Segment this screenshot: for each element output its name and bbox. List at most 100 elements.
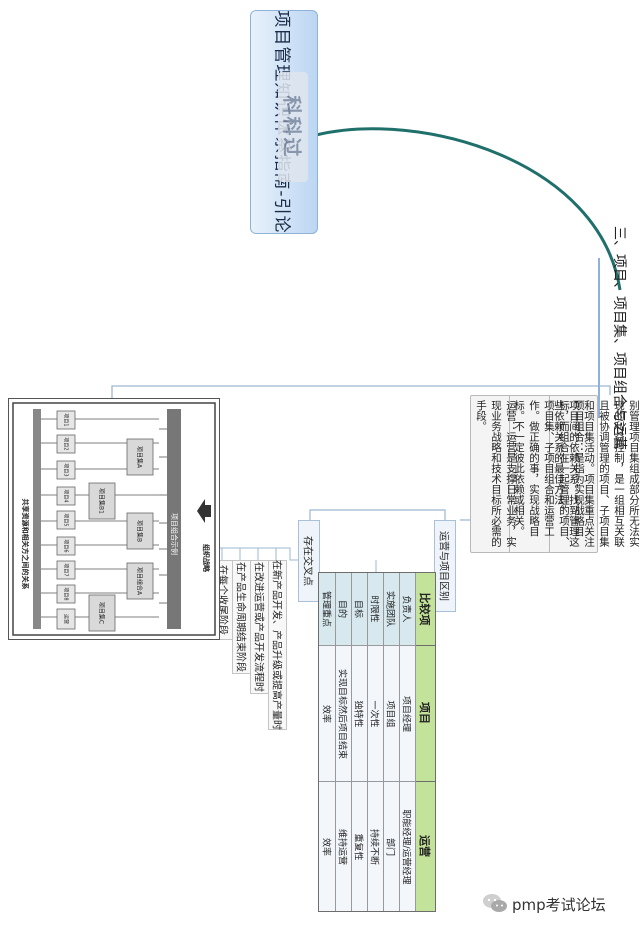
phase-text: 在新产品开发、产品升级或提高产量时 [270, 560, 281, 730]
leaf-operations [56, 608, 76, 630]
cell-project: 独特性 [352, 700, 363, 728]
intersection-text: 存在交叉点 [301, 536, 313, 586]
leaf-label: 运营 [57, 609, 75, 629]
wechat-icon [483, 894, 507, 912]
table-row: 负责人 项目经理 职能经理/运营经理 [399, 573, 416, 911]
ops-vs-project-text: 运营与项目区别 [437, 531, 449, 601]
table-row: 时限性 一次性 持续不断 [367, 573, 384, 911]
leaf-label: 项目4 [57, 487, 75, 505]
cell-project: 实现目标然后项目结束 [336, 668, 347, 760]
note-operations-text: 运营：运营是支撑日常业务，实现业务战略和技术目标所必需的手段。 [475, 400, 517, 547]
leaf-label-text: 项目2 [62, 437, 69, 451]
ops-vs-project-label[interactable]: 运营与项目区别 [434, 520, 456, 612]
cell-item: 目的 [336, 599, 347, 619]
table-header-column: 比较项 项目 运营 [415, 573, 435, 911]
table-header-cell: 比较项 [415, 573, 435, 646]
node-label: 项目集B [127, 513, 153, 549]
note-operations[interactable]: 运营：运营是支撑日常业务，实现业务战略和技术目标所必需的手段。 [470, 395, 517, 553]
leaf-label-text: 项目4 [62, 489, 69, 503]
note-portfolio-text: 项目组合：是指为实现战略目标，而组合在一起管理的项目、项目集、子项目组合和运营工… [513, 400, 585, 547]
leaf-project [56, 584, 76, 604]
node-label: 项目集C [89, 595, 115, 631]
leaf-label: 项目1 [57, 411, 75, 429]
cell-ops: 重复性 [352, 833, 363, 861]
cell-ops: 部门 [384, 837, 395, 857]
leaf-label: 项目8 [57, 585, 75, 603]
branch-topic[interactable]: 三、项目、项目集、项目组合与运营 [598, 226, 640, 450]
phase-text: 在改进运营或产品开发流程时 [252, 562, 263, 692]
table-header-cell: 运营 [415, 781, 435, 911]
cell-ops: 效率 [320, 837, 331, 857]
cell-item: 管理重点 [320, 590, 331, 628]
leaf-label: 项目6 [57, 537, 75, 555]
phase-item[interactable]: 在改进运营或产品开发流程时 [250, 560, 269, 694]
portfolio-bar [167, 409, 181, 629]
note-portfolio[interactable]: 项目组合：是指为实现战略目标，而组合在一起管理的项目、项目集、子项目组合和运营工… [508, 395, 585, 553]
node-label: 项目集A [127, 439, 153, 475]
node-program-b1 [88, 482, 116, 520]
node-label-text: 项目集A [135, 445, 143, 469]
header-item: 比较项 [418, 592, 431, 626]
diagram-bottom-title: 共享资源和相关方之间的关系 [19, 489, 31, 599]
table-header-cell: 项目 [415, 645, 435, 782]
table-row: 管理重点 效率 效率 [319, 573, 336, 911]
node-label: 项目集B1 [89, 483, 115, 519]
strategy-arrow [197, 499, 211, 523]
cell-ops: 持续不断 [368, 828, 379, 866]
header-ops: 运营 [418, 835, 431, 857]
cell-item: 实施团队 [384, 590, 395, 628]
node-label-text: 项目集C [97, 601, 105, 625]
node-label-text: 项目集B [135, 519, 143, 543]
leaf-label: 项目7 [57, 561, 75, 579]
table-row: 实施团队 项目组 部门 [383, 573, 400, 911]
portfolio-diagram-svg [12, 402, 216, 636]
cell-project: 一次性 [368, 700, 379, 728]
header-project: 项目 [418, 702, 431, 724]
phase-item[interactable]: 在产品生命周期结束阶段 [232, 560, 251, 674]
branch-to-notes-line [111, 385, 611, 398]
node-program-a [126, 438, 154, 476]
cell-project: 项目组 [384, 700, 395, 728]
stamp-logo: 科科过 [278, 72, 308, 182]
note-definition[interactable]: 项目集：把事情做正确，获得分别管理项目集组成部分所无法实现的利益控制，是一组相互… [548, 395, 640, 553]
watermark-text: pmp考试论坛 [512, 896, 606, 914]
node-label: 项目组合A [127, 563, 153, 599]
cell-item: 负责人 [400, 595, 411, 623]
leaf-label: 项目2 [57, 435, 75, 453]
diagram-top-title: 组织战略 [199, 523, 213, 593]
leaf-label: 项目5 [57, 511, 75, 529]
leaf-project [56, 486, 76, 506]
comparison-table: 比较项 项目 运营 负责人 项目经理 职能经理/运营经理 实施团队 项目组 部门… [318, 572, 436, 912]
root-to-branch-curve [315, 127, 622, 291]
watermark: pmp考试论坛 [478, 888, 634, 920]
cell-item: 目标 [352, 599, 363, 619]
cell-project: 项目经理 [400, 695, 411, 733]
node-program-b [126, 512, 154, 550]
node-label-text: 项目组合A [135, 566, 143, 596]
leaf-label-text: 项目8 [62, 587, 69, 601]
diagram-top-title-text: 组织战略 [202, 544, 210, 572]
cross-to-phases-line [216, 547, 298, 561]
phase-item[interactable]: 在新产品开发、产品升级或提高产量时 [268, 560, 287, 730]
phase-text: 在产品生命周期结束阶段 [234, 562, 245, 672]
diagram-portfolio-title: 项目组合示例 [167, 499, 181, 569]
cell-project: 效率 [320, 704, 331, 724]
diagram-portfolio-title-text: 项目组合示例 [170, 513, 178, 555]
shared-resources-bar [33, 409, 41, 629]
node-program-c [88, 594, 116, 632]
table-row: 目标 独特性 重复性 [351, 573, 368, 911]
cell-ops: 维持运营 [336, 828, 347, 866]
intersection-label[interactable]: 存在交叉点 [298, 520, 320, 602]
leaf-label-text: 项目3 [62, 463, 69, 477]
leaf-project [56, 434, 76, 454]
node-label-text: 项目集B1 [97, 488, 105, 514]
node-portfolio-a [126, 562, 154, 600]
leaf-label-text: 项目1 [62, 413, 69, 427]
leaf-label-text: 运营 [62, 613, 69, 625]
leaf-project [56, 536, 76, 556]
leaf-project [56, 410, 76, 430]
diff-to-cross-line [309, 509, 446, 520]
diagram-bottom-title-text: 共享资源和相关方之间的关系 [21, 498, 29, 590]
leaf-label-text: 项目5 [62, 513, 69, 527]
cell-ops: 职能经理/运营经理 [400, 809, 411, 885]
